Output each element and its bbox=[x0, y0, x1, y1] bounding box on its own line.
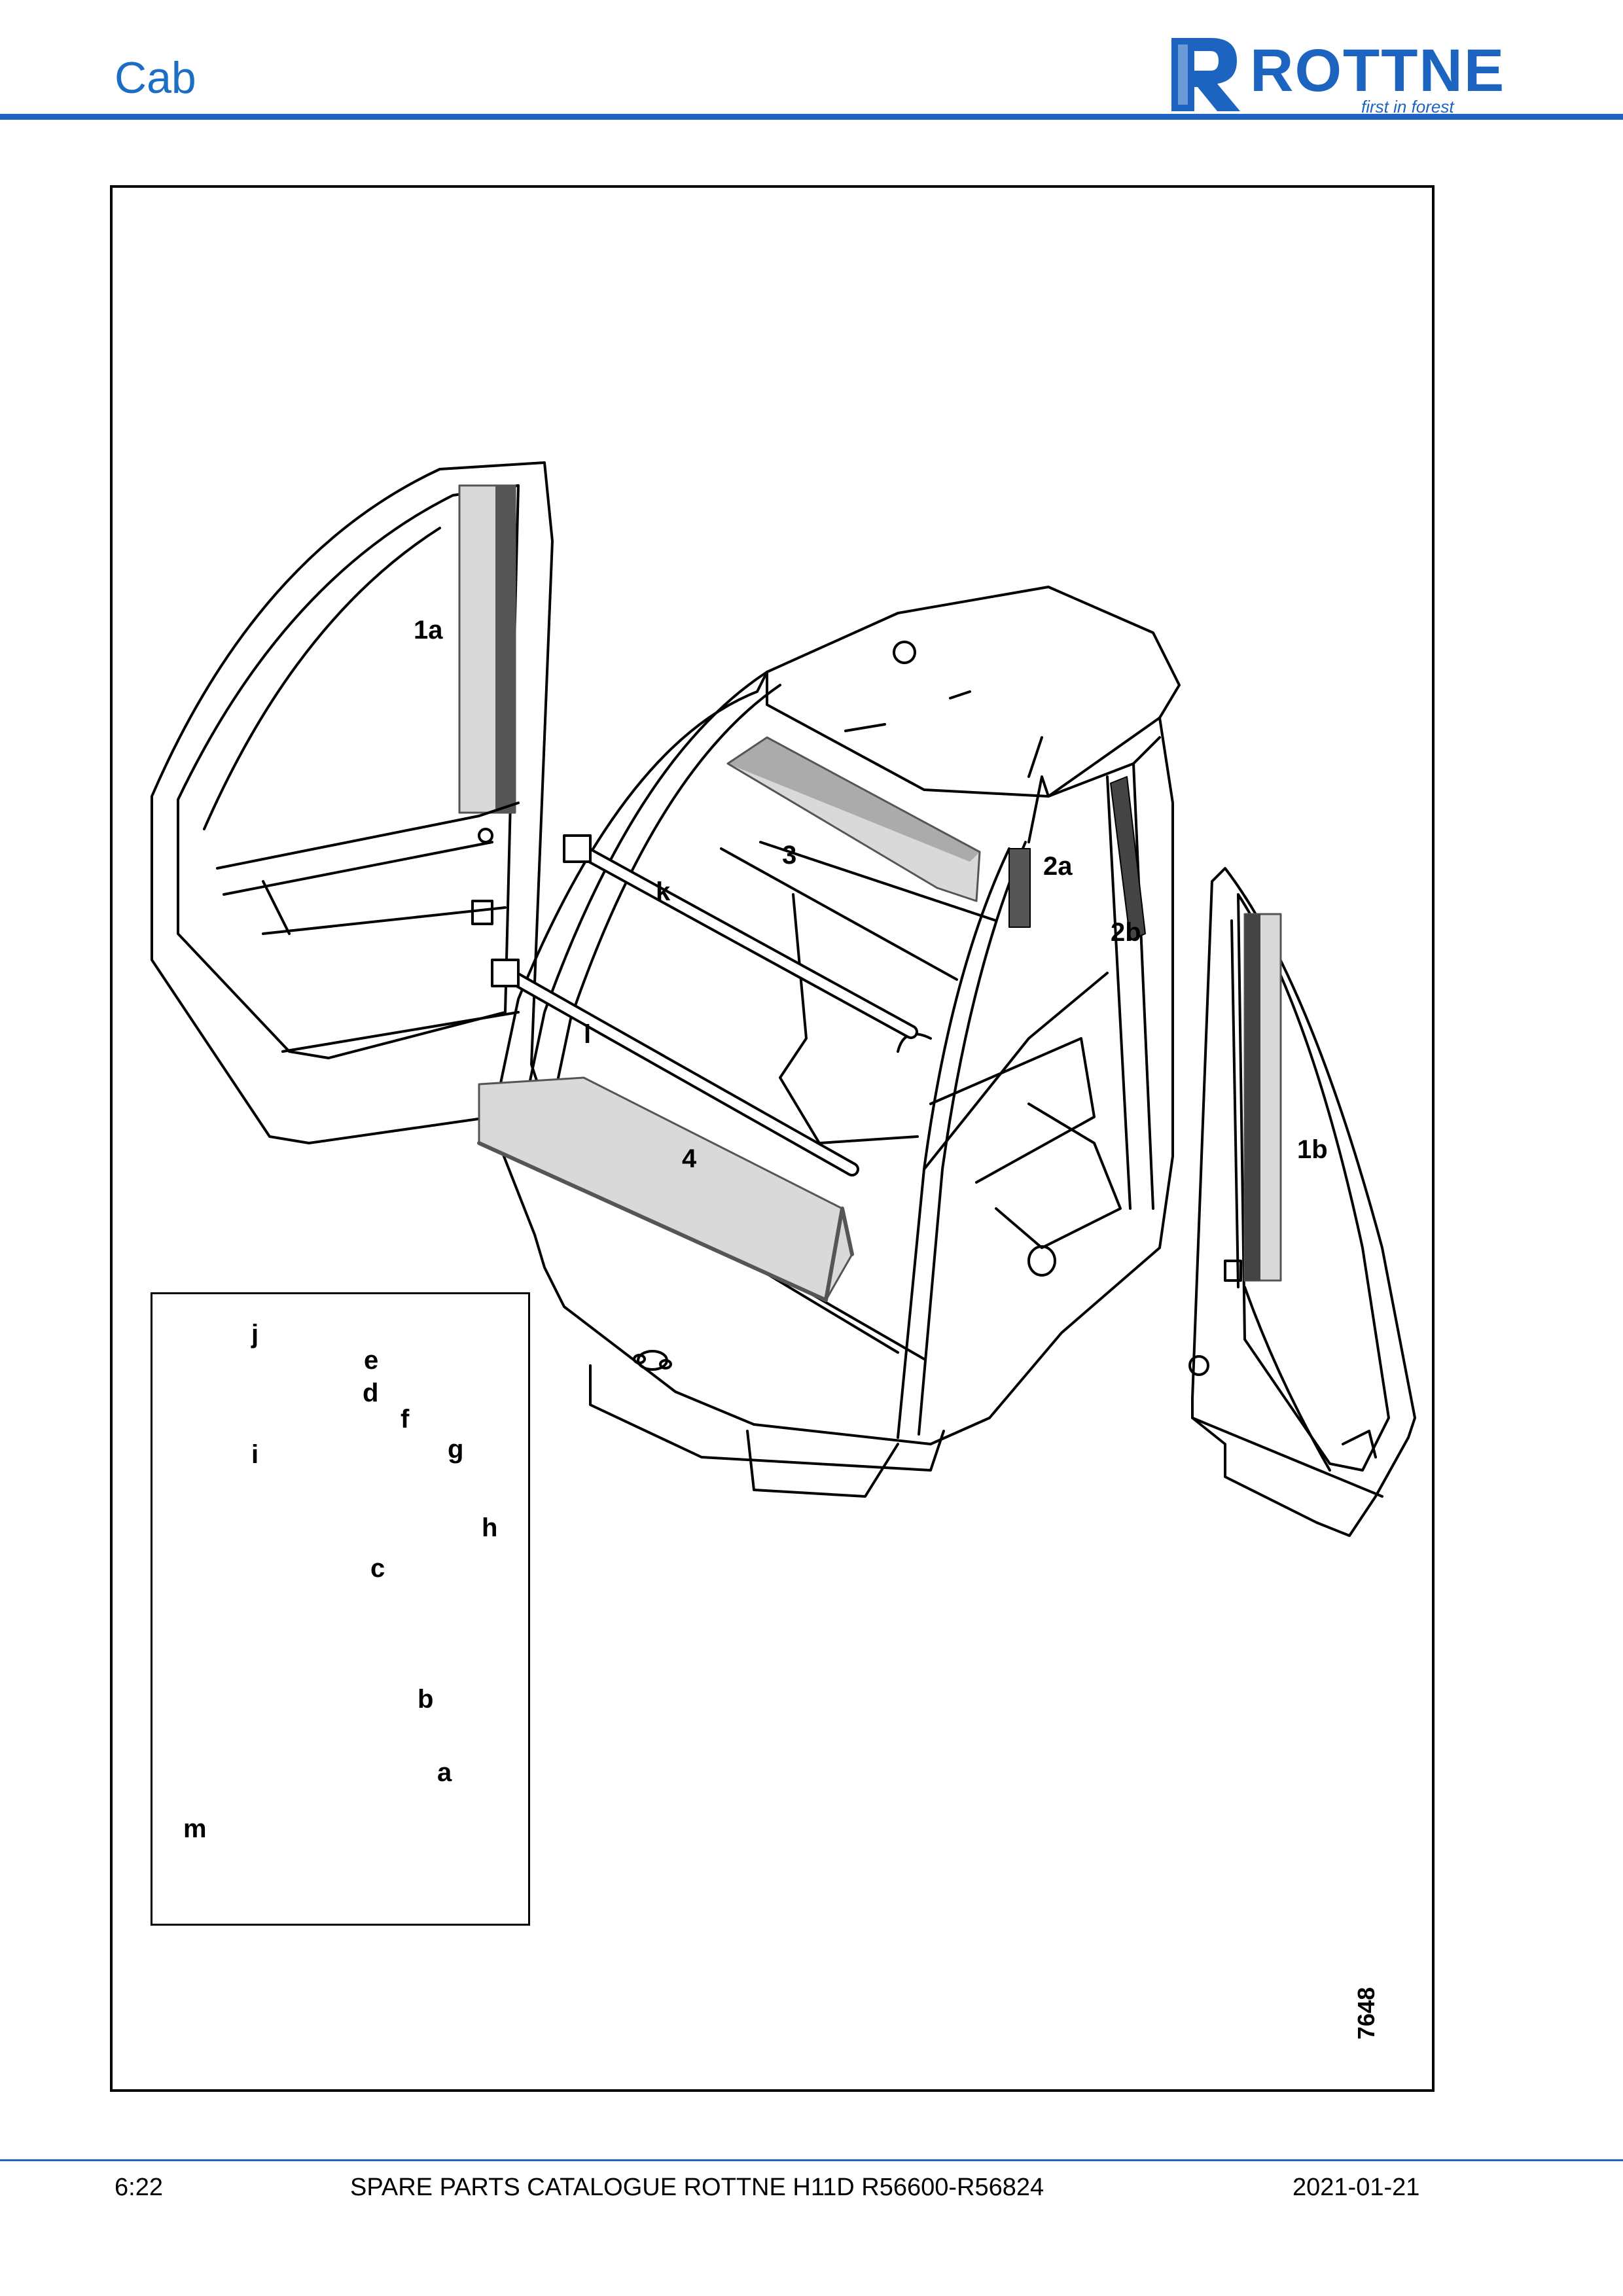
detail-callout-m: m bbox=[183, 1814, 207, 1843]
callout-1b: 1b bbox=[1297, 1135, 1328, 1164]
detail-callout-f: f bbox=[401, 1405, 410, 1434]
detail-callout-c: c bbox=[370, 1554, 385, 1583]
header-divider bbox=[0, 114, 1623, 120]
detail-callout-a: a bbox=[437, 1758, 452, 1787]
page-title: Cab bbox=[115, 53, 196, 103]
footer-page-number: 6:22 bbox=[115, 2174, 163, 2201]
rottne-r-mark-icon bbox=[1171, 38, 1240, 111]
cab-body-drawing bbox=[477, 586, 1181, 1498]
exploded-view-figure: 1a 1b 2a 2b 3 4 k l j e d f g i h c b a … bbox=[110, 185, 1435, 2092]
footer-catalogue-title: SPARE PARTS CATALOGUE ROTTNE H11D R56600… bbox=[350, 2174, 1044, 2201]
callout-l: l bbox=[584, 1020, 592, 1049]
detail-callout-d: d bbox=[363, 1379, 379, 1407]
logo-tagline: first in forest bbox=[1361, 97, 1454, 116]
right-door-drawing bbox=[1188, 867, 1416, 1537]
callout-1a: 1a bbox=[414, 616, 443, 645]
detail-callout-b: b bbox=[418, 1685, 434, 1714]
roller-blind-detail-inset bbox=[151, 1292, 530, 1926]
callout-3: 3 bbox=[782, 841, 797, 870]
left-door-drawing bbox=[151, 461, 554, 1144]
footer-date: 2021-01-21 bbox=[1293, 2174, 1420, 2201]
footer-divider bbox=[0, 2159, 1623, 2161]
rottne-logo: ROTTNE first in forest bbox=[1165, 31, 1531, 116]
detail-callout-h: h bbox=[482, 1513, 498, 1542]
detail-callout-j: j bbox=[251, 1320, 259, 1349]
callout-2b: 2b bbox=[1111, 918, 1141, 947]
callout-4: 4 bbox=[682, 1144, 697, 1173]
callout-k: k bbox=[656, 877, 671, 906]
detail-callout-i: i bbox=[251, 1440, 259, 1469]
detail-callout-g: g bbox=[448, 1435, 464, 1464]
callout-2a: 2a bbox=[1043, 852, 1073, 881]
logo-wordmark: ROTTNE bbox=[1250, 37, 1506, 104]
detail-callout-e: e bbox=[364, 1346, 379, 1375]
figure-number: 7648 bbox=[1353, 1987, 1380, 2040]
